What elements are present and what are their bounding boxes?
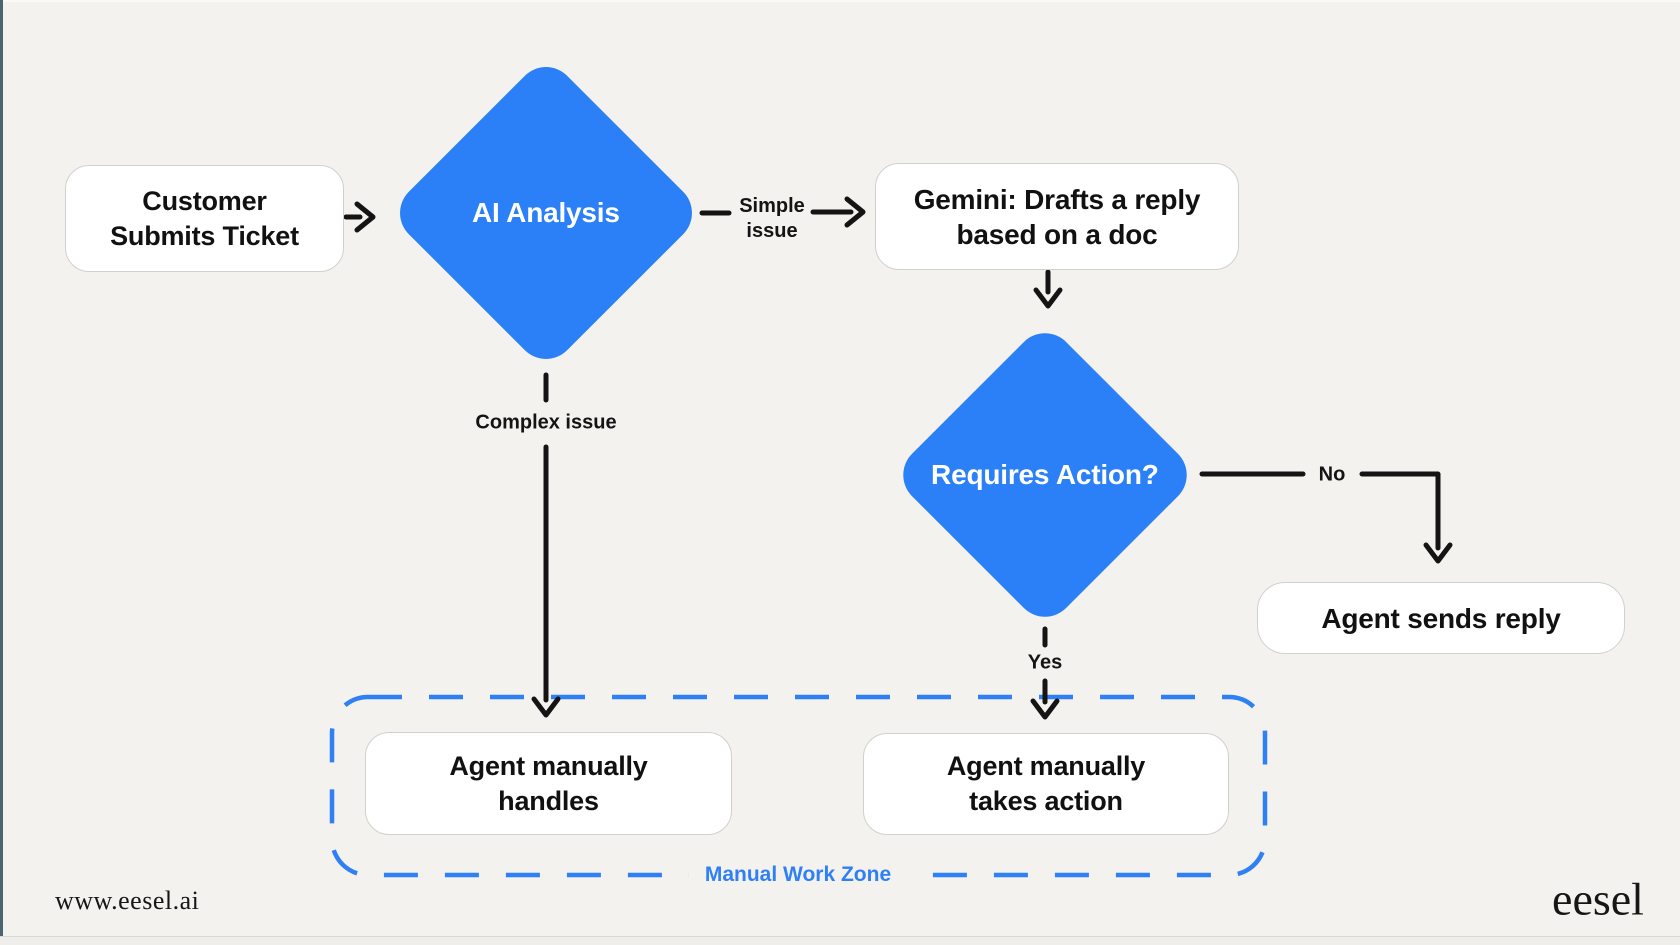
node-agent-manually-handles: Agent manually handles <box>365 732 732 835</box>
arrowhead-down-icon <box>1030 698 1060 720</box>
edge-no-segment2 <box>1359 471 1441 551</box>
node-label: Gemini: Drafts a reply based on a doc <box>913 183 1201 250</box>
arrowhead-down-icon <box>1033 287 1063 309</box>
decision-label: AI Analysis <box>472 197 620 228</box>
manual-work-zone-outline <box>329 694 1268 878</box>
edge-label-no: No <box>1318 463 1346 486</box>
edge-label-yes: Yes <box>1027 651 1063 674</box>
manual-work-zone-label: Manual Work Zone <box>688 861 908 889</box>
edge-label-simple-issue: Simple issue <box>739 195 805 242</box>
arrowhead-down-icon <box>531 696 561 718</box>
bottom-edge-band <box>0 937 1680 945</box>
node-label: Customer Submits Ticket <box>110 185 299 251</box>
website-url: www.eesel.ai <box>55 886 200 915</box>
arrowhead-right-icon <box>844 196 866 228</box>
bottom-edge-line <box>0 936 1680 937</box>
left-edge-bar <box>0 0 3 945</box>
node-gemini-drafts-reply: Gemini: Drafts a reply based on a doc <box>875 163 1239 270</box>
eesel-logo: eesel <box>1552 873 1644 925</box>
arrowhead-down-icon <box>1423 542 1453 564</box>
node-label: Agent sends reply <box>1321 602 1561 634</box>
node-label: Agent manually handles <box>449 750 648 816</box>
node-label: Agent manually takes action <box>946 751 1146 816</box>
node-agent-sends-reply: Agent sends reply <box>1257 582 1625 654</box>
arrowhead-right-icon <box>354 201 376 233</box>
node-customer-submits-ticket: Customer Submits Ticket <box>65 165 344 272</box>
node-agent-manually-takes-action: Agent manually takes action <box>863 733 1229 835</box>
decision-label: Requires Action? <box>931 459 1159 491</box>
top-edge-line <box>0 0 1680 2</box>
edge-label-complex-issue: Complex issue <box>475 411 617 434</box>
